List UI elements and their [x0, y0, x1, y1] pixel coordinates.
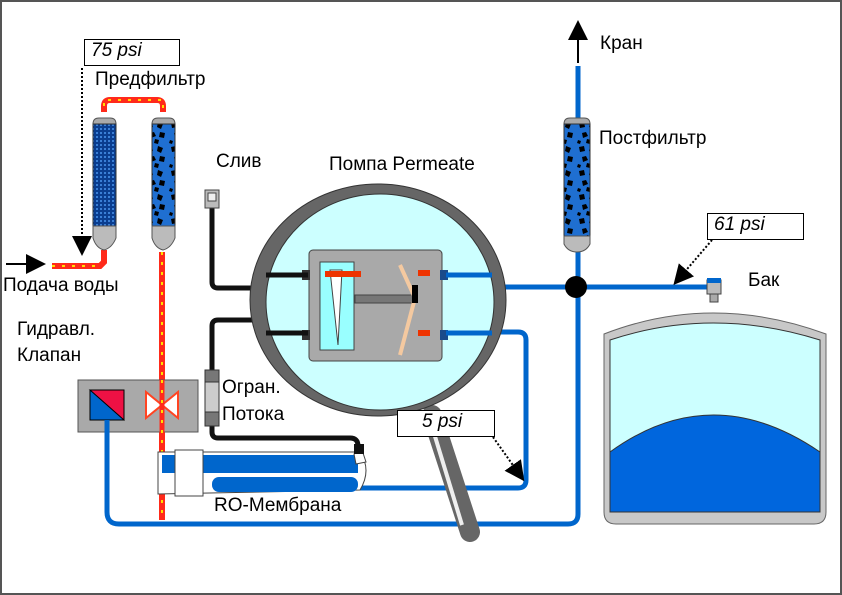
label-flow-restrictor-2: Потока [222, 404, 285, 425]
tee-junction [565, 276, 587, 298]
pressure-pointer-tank [673, 239, 713, 286]
storage-tank [603, 278, 827, 525]
flow-restrictor [204, 369, 220, 427]
label-permeate-pump: Помпа Permeate [329, 154, 475, 175]
drain-lines [209, 208, 361, 456]
label-drain: Слив [216, 151, 262, 172]
hydraulic-valve [77, 379, 199, 433]
prefilter-carbon [151, 117, 176, 251]
label-faucet: Кран [600, 33, 643, 54]
label-hydraulic-valve-1: Гидравл. [17, 319, 96, 340]
postfilter [563, 117, 591, 253]
label-prefilter: Предфильтр [95, 69, 206, 90]
label-ro-membrane: RO-Мембрана [214, 495, 342, 516]
permeate-lines [104, 66, 710, 527]
label-postfilter: Постфильтр [599, 128, 707, 149]
label-water-supply: Подача воды [3, 275, 119, 296]
pressure-readout-inlet: 75 psi [84, 39, 180, 66]
pressure-readout-tank: 61 psi [707, 213, 804, 240]
drain-fitting [204, 189, 220, 209]
label-tank: Бак [748, 270, 780, 291]
pressure-pointer-pump [492, 436, 525, 482]
ro-membrane [157, 444, 367, 497]
prefilter-sediment [92, 117, 117, 251]
label-flow-restrictor-1: Огран. [222, 377, 281, 398]
pressure-readout-pump: 5 psi [397, 410, 495, 437]
label-hydraulic-valve-2: Клапан [17, 345, 82, 366]
tank-water-level [609, 414, 821, 513]
permeate-pump [249, 183, 507, 542]
